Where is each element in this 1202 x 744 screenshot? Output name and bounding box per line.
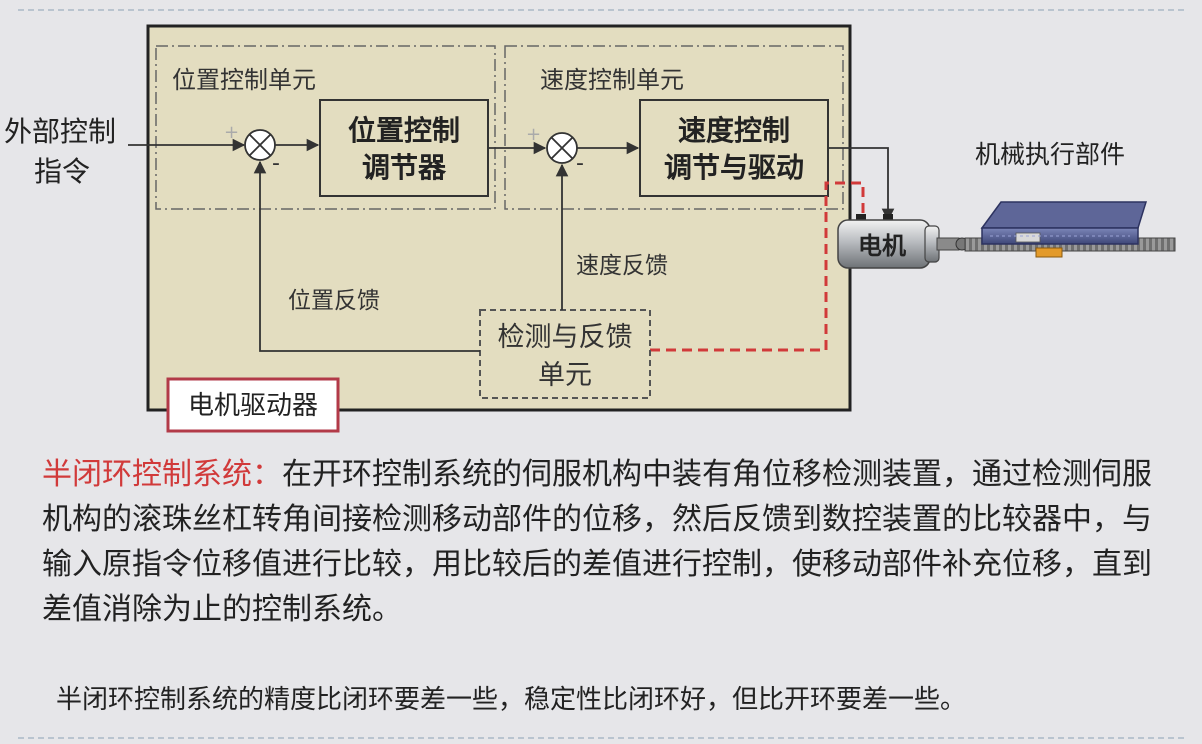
driver-label-box xyxy=(166,377,340,433)
external-input-label-1: 外部控制 xyxy=(4,115,116,148)
description-body: 在开环控制系统的伺服机构中装有角位移检测装置，通过检测伺服机构的滚珠丝杠转角间接… xyxy=(42,457,1152,627)
minus-sign-2: - xyxy=(576,151,584,176)
motor-icon xyxy=(837,214,969,269)
summary-note: 半闭环控制系统的精度比闭环要差一些，稳定性比闭环好，但比开环要差一些。 xyxy=(56,685,967,715)
motor-label: 电机 xyxy=(858,232,906,260)
speed-feedback-label: 速度反馈 xyxy=(576,253,668,279)
bottom-divider xyxy=(18,737,1184,739)
position-controller-label-2: 调节器 xyxy=(362,151,447,184)
position-feedback-line xyxy=(253,160,480,352)
machine-table-icon xyxy=(980,201,1148,258)
external-input-label-2: 指令 xyxy=(34,155,90,188)
position-controller-label-1: 位置控制 xyxy=(348,114,460,147)
speed-unit-label: 速度控制单元 xyxy=(540,66,684,94)
mechanism-label: 机械执行部件 xyxy=(975,140,1125,169)
description-title: 半闭环控制系统： xyxy=(42,457,282,492)
plus-sign-1: + xyxy=(224,122,239,143)
speed-controller-label-1: 速度控制 xyxy=(678,114,790,147)
top-divider xyxy=(18,9,1184,11)
detect-feedback-label-2: 单元 xyxy=(538,360,592,391)
minus-sign-1: - xyxy=(272,151,280,176)
description-paragraph: 半闭环控制系统：在开环控制系统的伺服机构中装有角位移检测装置，通过检测伺服机构的… xyxy=(42,452,1162,632)
position-unit-label: 位置控制单元 xyxy=(172,66,316,94)
plus-sign-2: + xyxy=(526,124,541,145)
driver-label: 电机驱动器 xyxy=(188,391,318,421)
drive-output-line xyxy=(828,147,895,222)
sensor-signal-line xyxy=(650,181,865,352)
position-feedback-label: 位置反馈 xyxy=(288,288,380,314)
comparator-1 xyxy=(244,129,276,161)
control-block-diagram: 位置控制单元 速度控制单元 外部控制 指令 + - 位置控制 调节器 + - 速… xyxy=(4,24,1176,433)
detect-feedback-block xyxy=(479,309,651,399)
speed-unit-box xyxy=(504,45,844,210)
speed-controller-label-2: 调节与驱动 xyxy=(664,151,804,184)
detect-feedback-label-1: 检测与反馈 xyxy=(498,322,633,353)
speed-controller-block xyxy=(639,99,829,197)
position-unit-box xyxy=(155,45,496,210)
comparator-2 xyxy=(546,132,578,164)
